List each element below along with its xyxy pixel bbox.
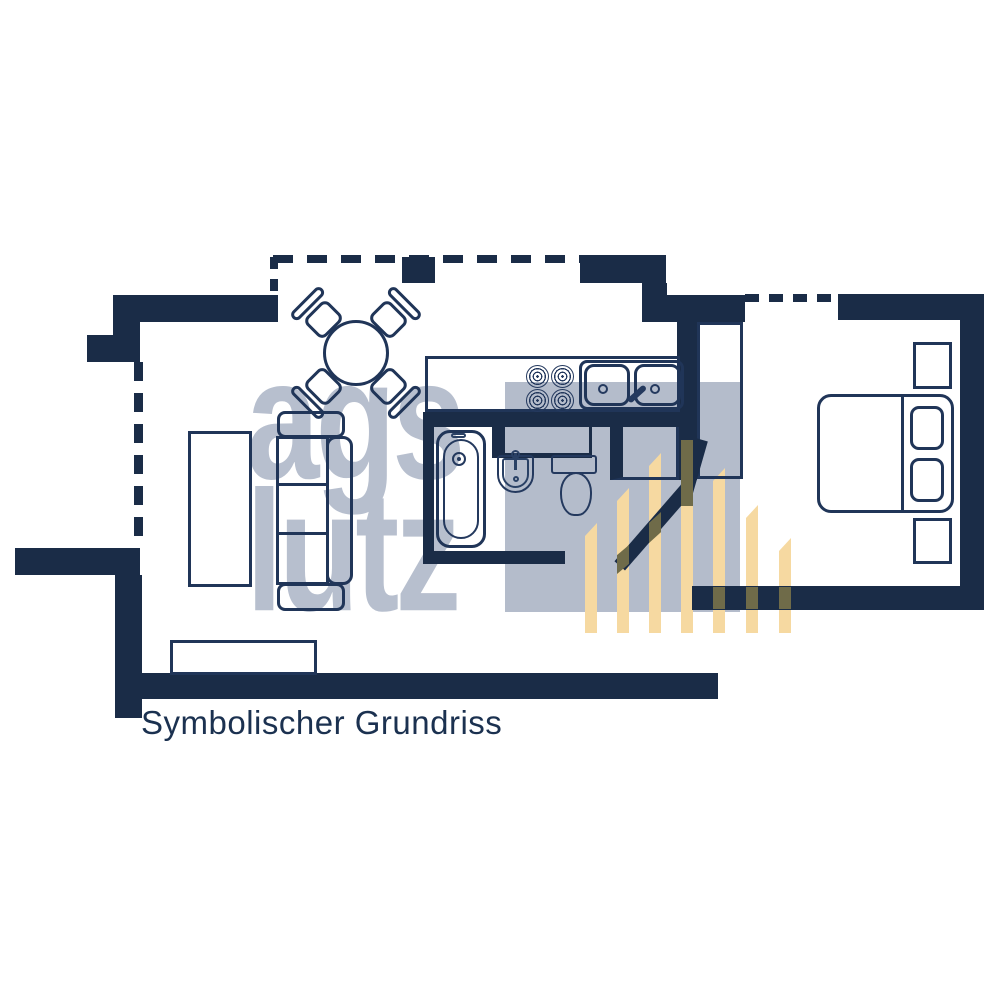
sofa-cushion-2 <box>276 483 329 535</box>
bathtub-overflow <box>451 433 466 438</box>
bed-headboard-divider <box>901 396 904 511</box>
washer-niche <box>610 427 679 480</box>
bar-wall-overlap-1 <box>713 587 725 609</box>
washbasin-drain <box>513 476 519 482</box>
bathtub-faucet-icon <box>452 452 466 466</box>
wall-left-stub-lower <box>15 548 140 575</box>
wall-bathroom-left <box>423 427 434 557</box>
sofa-armrest-bottom <box>277 583 345 611</box>
lowboard <box>188 431 252 587</box>
wardrobe <box>697 322 743 479</box>
wall-left-lower-vertical <box>115 575 142 718</box>
wall-top-center-block <box>580 255 666 283</box>
watermark-bar-6 <box>746 505 758 633</box>
wall-top-bridge-block <box>667 295 745 322</box>
cooktop-burner-4 <box>551 389 574 412</box>
wall-kitchen-bedroom-divider <box>677 318 697 480</box>
bed-pillow-bottom <box>910 458 944 502</box>
dining-table <box>323 320 389 386</box>
wall-bedroom-top-right <box>838 294 984 320</box>
wall-bedroom-right <box>960 318 984 610</box>
sink-drain-right <box>650 384 660 394</box>
bathroom-duct-shaft <box>492 427 592 458</box>
wall-bottom <box>140 673 718 699</box>
bed-pillow-top <box>910 406 944 450</box>
window-wall-top <box>273 255 580 263</box>
sink-basin-right <box>634 364 681 406</box>
watermark-bar-1 <box>585 523 597 633</box>
wall-top-left-horizontal <box>113 295 278 322</box>
nightstand-bottom <box>913 518 952 564</box>
bed <box>817 394 954 513</box>
sink-unit <box>579 360 684 410</box>
bar-diagonal-overlap-3 <box>681 440 693 506</box>
wall-left-stub-upper <box>87 335 140 362</box>
window-wall-bedroom <box>745 294 838 302</box>
wall-top-step-block <box>642 283 667 322</box>
cooktop-burner-3 <box>526 389 549 412</box>
bar-wall-overlap-3 <box>779 587 791 609</box>
sofa-cushion-1 <box>276 436 329 486</box>
wall-bedroom-bottom <box>692 586 984 610</box>
sideboard <box>170 640 317 675</box>
washbasin-faucet-head <box>511 450 520 459</box>
wall-bathroom-top <box>423 412 697 427</box>
bathtub-inner <box>443 439 479 539</box>
bathtub <box>436 430 486 548</box>
bathtub-faucet-dot <box>457 457 461 461</box>
sofa-cushion-3 <box>276 532 329 585</box>
sofa-backrest <box>326 436 353 585</box>
wall-bathroom-bottom <box>423 551 565 564</box>
window-wall-left <box>134 362 143 548</box>
watermark-bar-3 <box>649 453 661 633</box>
sink-basin-left <box>584 364 630 406</box>
caption-title: Symbolischer Grundriss <box>141 704 503 741</box>
sink-drain-left <box>598 384 608 394</box>
cooktop-burner-1 <box>526 365 549 388</box>
cooktop-burner-2 <box>551 365 574 388</box>
bar-wall-overlap-2 <box>746 587 758 609</box>
sofa-armrest-top <box>277 411 345 438</box>
nightstand-top <box>913 342 952 389</box>
washbasin-faucet-stem <box>514 453 517 470</box>
toilet-bowl <box>560 472 592 516</box>
window-wall-top-corner <box>270 257 278 297</box>
